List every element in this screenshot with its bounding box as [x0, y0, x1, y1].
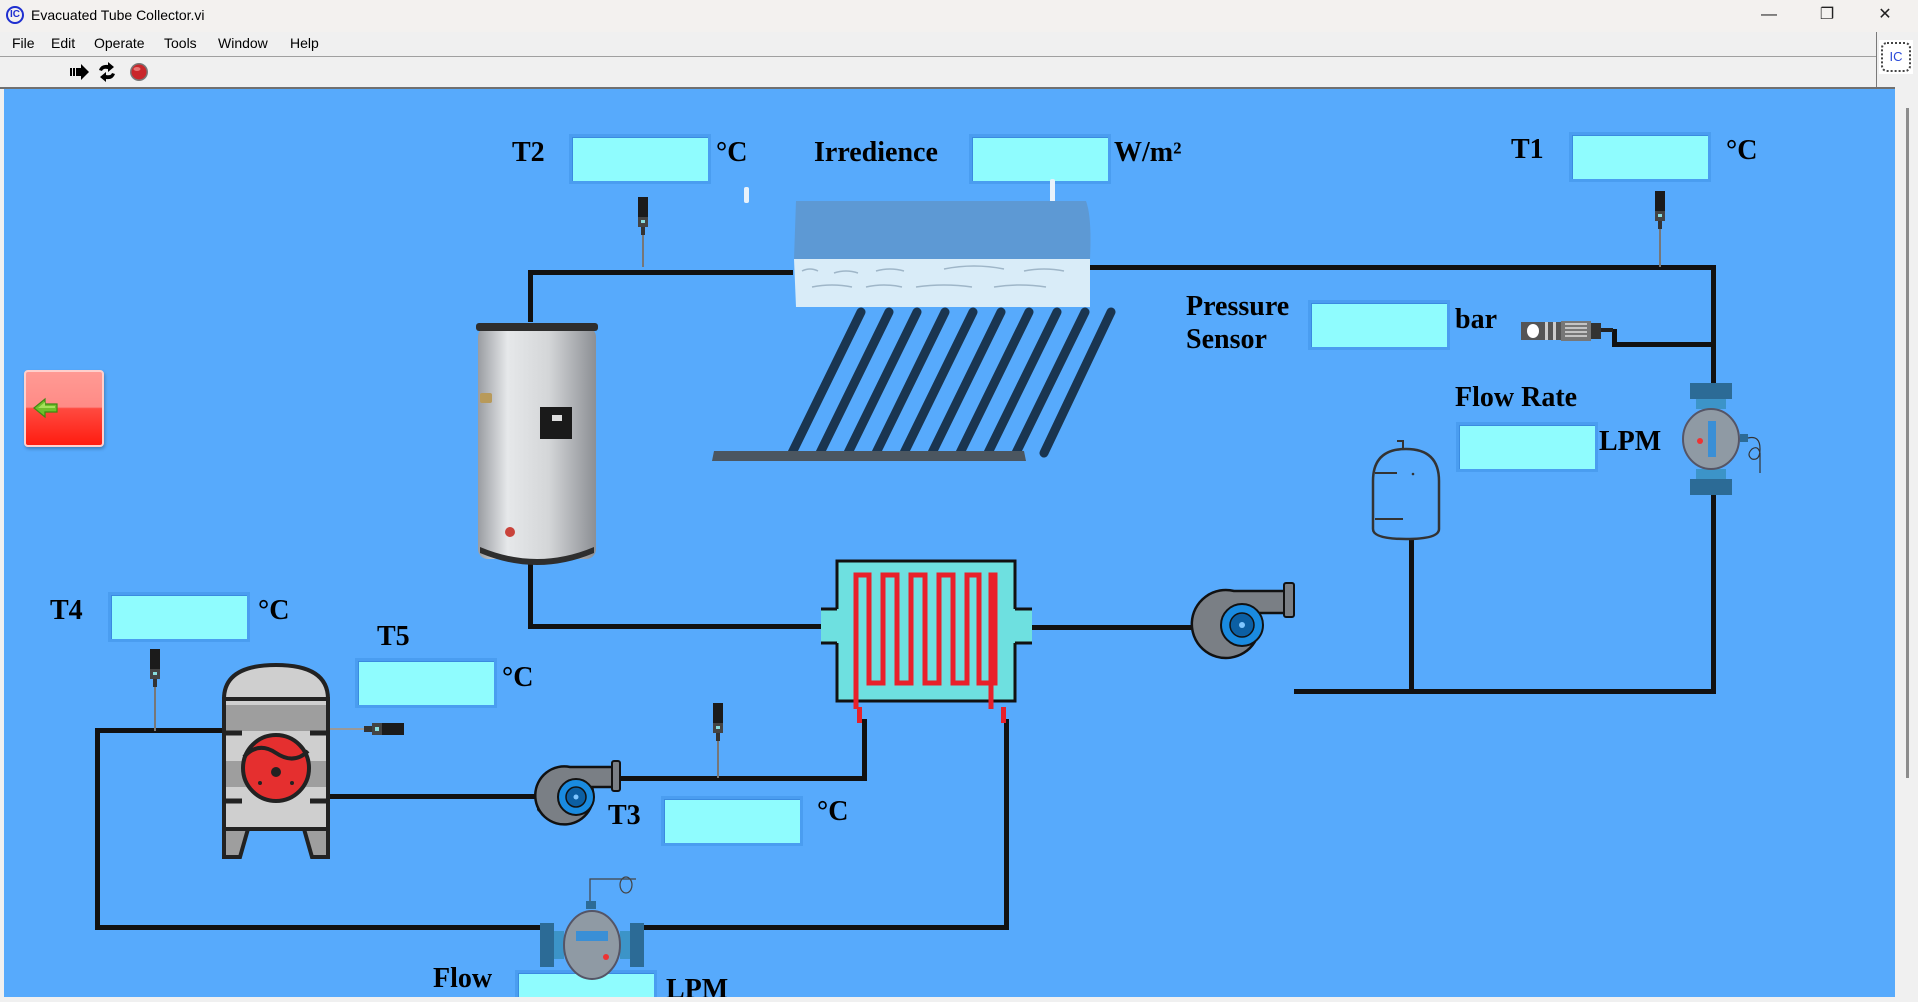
expansion-vessel-icon [1371, 440, 1441, 541]
flow-meter-secondary-icon [540, 876, 644, 980]
t2-unit: °C [716, 137, 748, 168]
pipe-bottom-left [95, 925, 548, 930]
pipe-left-down [95, 728, 100, 930]
pipe-hx-to-pump [1032, 625, 1204, 630]
flow-rate-label: Flow Rate [1455, 382, 1578, 413]
t4-label: T4 [50, 595, 83, 626]
pipe-tank-inlet [528, 270, 533, 322]
menu-edit[interactable]: Edit [51, 35, 76, 51]
front-panel: T2 °C Irredience W/m² T1 °C Pressure Sen… [4, 89, 1895, 997]
pipe-pump-to-hx [616, 776, 867, 781]
pipe-pressure-branch [1612, 342, 1714, 347]
hx-coil-outlet-right [1001, 707, 1006, 723]
pipe-expansion-branch [1409, 539, 1414, 692]
pipe-bottom-right [644, 925, 1009, 930]
scrollbar-thumb[interactable] [1906, 108, 1909, 778]
pipe-tank-to-hx [528, 624, 823, 629]
close-button[interactable]: ✕ [1878, 6, 1892, 23]
pipe-collector-to-tank [528, 270, 793, 275]
pipe-collector-outlet [1084, 265, 1716, 270]
pipe-hx-return [1004, 719, 1009, 930]
t4-temperature-sensor-icon [150, 649, 160, 731]
irradiance-indicator [969, 134, 1111, 184]
panel-border [0, 87, 1895, 89]
menu-help[interactable]: Help [290, 35, 319, 51]
t1-label: T1 [1511, 134, 1544, 165]
irradiance-label: Irredience [814, 137, 938, 168]
run-arrow-icon[interactable] [69, 62, 91, 82]
left-arrow-icon [33, 397, 58, 419]
pipe-hx-supply [862, 719, 867, 781]
pressure-label-line2: Sensor [1186, 324, 1267, 355]
irradiance-unit: W/m² [1114, 137, 1182, 168]
t5-indicator [355, 658, 497, 708]
menu-bar: File Edit Operate Tools Window Help [0, 32, 1876, 57]
menu-operate[interactable]: Operate [94, 35, 145, 51]
pressure-indicator [1308, 300, 1450, 350]
abort-stop-icon[interactable] [128, 62, 150, 82]
flow-rate-indicator [1456, 422, 1598, 472]
flow-unit: LPM [666, 974, 729, 997]
minimize-button[interactable]: — [1761, 6, 1777, 23]
t2-indicator [569, 134, 711, 184]
menu-window[interactable]: Window [218, 35, 268, 51]
window-title: Evacuated Tube Collector.vi [31, 7, 205, 23]
t5-label: T5 [377, 621, 410, 652]
pressure-unit: bar [1455, 304, 1497, 335]
status-strip [0, 997, 1918, 1002]
t2-temperature-sensor-icon [638, 197, 648, 267]
pressure-sensor-icon [1521, 321, 1613, 341]
pipe-boiler-to-pump [329, 794, 544, 799]
boiler-icon [221, 662, 331, 859]
flow-meter-main-icon [1682, 383, 1761, 495]
flow-label: Flow [433, 963, 493, 994]
t1-indicator [1569, 132, 1711, 182]
t5-temperature-sensor-icon [330, 723, 404, 735]
flow-rate-unit: LPM [1599, 426, 1662, 457]
t3-unit: °C [817, 796, 849, 827]
menu-file[interactable]: File [12, 35, 35, 51]
pipe-tank-outlet [528, 561, 533, 629]
storage-tank-icon [476, 323, 598, 565]
run-continuously-icon[interactable] [96, 62, 118, 82]
t5-unit: °C [502, 662, 534, 693]
hx-coil-outlet-left [857, 707, 862, 723]
menu-tools[interactable]: Tools [164, 35, 197, 51]
title-bar: IC Evacuated Tube Collector.vi — ❐ ✕ [0, 0, 1918, 32]
t4-indicator [108, 592, 250, 642]
t3-temperature-sensor-icon [713, 703, 723, 778]
pipe-pump-to-riser [1294, 689, 1716, 694]
pump-main-icon [1190, 582, 1295, 660]
pipe-pressure-stub [1612, 329, 1617, 346]
toolbar-separator [1876, 32, 1877, 88]
app-icon: IC [6, 6, 24, 24]
t4-unit: °C [258, 595, 290, 626]
t2-label: T2 [512, 137, 545, 168]
t3-label: T3 [608, 800, 641, 831]
t1-unit: °C [1726, 135, 1758, 166]
pressure-label-line1: Pressure [1186, 291, 1290, 322]
heat-exchanger-icon [821, 559, 1032, 709]
restore-button[interactable]: ❐ [1819, 6, 1835, 23]
pump-secondary-icon [534, 760, 621, 826]
connector-pane-icon[interactable]: IC [1879, 40, 1913, 74]
toolbar [0, 57, 1876, 87]
t1-temperature-sensor-icon [1655, 191, 1665, 267]
evacuated-tube-collector-icon [712, 179, 1116, 461]
back-button[interactable] [24, 370, 104, 447]
t3-indicator [661, 796, 803, 846]
pipe-boiler-inlet [95, 728, 225, 733]
